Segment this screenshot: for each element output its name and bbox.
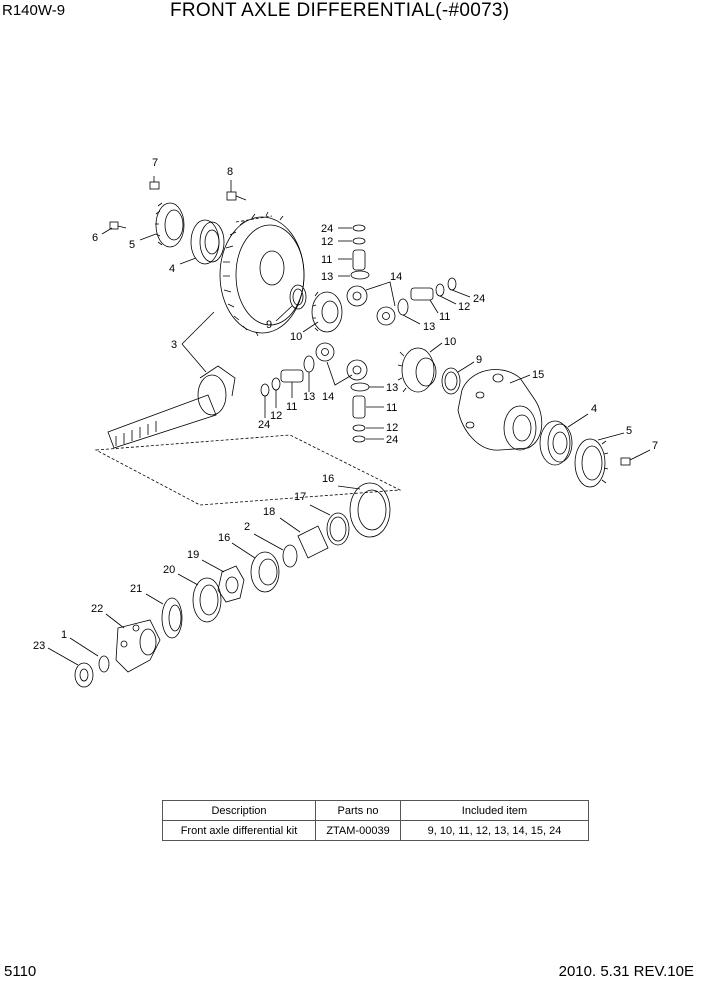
seal-20 bbox=[177, 573, 222, 623]
callout-8: 8 bbox=[227, 166, 233, 178]
callout-13: 13 bbox=[423, 321, 435, 333]
dust-cover-21 bbox=[145, 593, 183, 639]
callout-22: 22 bbox=[91, 603, 103, 615]
callout-9: 9 bbox=[266, 319, 272, 331]
callout-11: 11 bbox=[286, 401, 297, 413]
callout-24: 24 bbox=[473, 293, 485, 305]
callout-10: 10 bbox=[290, 331, 302, 343]
callout-24: 24 bbox=[386, 434, 398, 446]
differential-case-15 bbox=[457, 369, 543, 451]
ring-2 bbox=[253, 533, 298, 568]
shim-17 bbox=[309, 504, 350, 546]
leader-14-bottom bbox=[326, 361, 353, 386]
ring-gear-3 bbox=[181, 211, 305, 373]
lock-ring-5-right bbox=[574, 432, 625, 488]
model-code: R140W-9 bbox=[2, 2, 66, 19]
callout-1: 1 bbox=[61, 629, 67, 641]
callout-13: 13 bbox=[386, 382, 398, 394]
table-row: Front axle differential kit ZTAM-00039 9… bbox=[162, 820, 589, 841]
callout-3: 3 bbox=[171, 339, 177, 351]
callout-21: 21 bbox=[130, 583, 142, 595]
callout-12: 12 bbox=[458, 301, 470, 313]
callout-labels: 7 8 6 5 4 3 9 10 24 12 11 13 14 12 24 11… bbox=[33, 157, 658, 652]
callout-11: 11 bbox=[386, 402, 397, 414]
kit-table: Description Parts no Included item Front… bbox=[162, 800, 589, 841]
lock-nut-23 bbox=[47, 647, 94, 688]
bearing-4-right bbox=[539, 413, 589, 466]
callout-18: 18 bbox=[263, 506, 275, 518]
callout-5: 5 bbox=[626, 425, 632, 437]
side-gear-10-top bbox=[302, 291, 343, 333]
callout-4: 4 bbox=[591, 403, 597, 415]
kit-parts-no: ZTAM-00039 bbox=[315, 820, 401, 841]
callout-9: 9 bbox=[476, 354, 482, 366]
o-ring-1 bbox=[69, 637, 110, 673]
callout-12: 12 bbox=[270, 410, 282, 422]
pin-stack-bottom bbox=[350, 382, 384, 443]
page-title: FRONT AXLE DIFFERENTIAL(-#0073) bbox=[170, 0, 510, 21]
callout-6: 6 bbox=[92, 232, 98, 244]
pin-stack-left bbox=[260, 355, 315, 418]
callout-7: 7 bbox=[152, 157, 158, 169]
thrust-washer-9-top bbox=[275, 284, 307, 322]
callout-24: 24 bbox=[258, 419, 270, 431]
callout-13: 13 bbox=[321, 271, 333, 283]
pinion-gear-14-top bbox=[346, 285, 368, 307]
pinion-gear-14-bottom bbox=[346, 359, 368, 381]
spacer-18 bbox=[279, 517, 329, 559]
leader-14-top bbox=[365, 281, 396, 307]
pin-stack-top bbox=[338, 224, 370, 280]
callout-20: 20 bbox=[163, 564, 175, 576]
callout-13: 13 bbox=[303, 391, 315, 403]
drive-pinion-shaft bbox=[107, 365, 236, 449]
callout-2: 2 bbox=[244, 521, 250, 533]
callout-17: 17 bbox=[294, 491, 306, 503]
bolt-8 bbox=[226, 180, 247, 201]
pin-stack-right bbox=[397, 277, 471, 325]
thrust-washer-9-right bbox=[441, 361, 475, 395]
callout-23: 23 bbox=[33, 640, 45, 652]
side-gear-10-right bbox=[397, 342, 443, 393]
callout-7: 7 bbox=[652, 440, 658, 452]
callout-12: 12 bbox=[321, 236, 333, 248]
bolt-6 bbox=[101, 221, 127, 235]
bearing-cone-16-bottom bbox=[231, 542, 280, 593]
callout-12: 12 bbox=[386, 422, 398, 434]
pinion-gear-14-right bbox=[376, 306, 396, 326]
bolt-7-left bbox=[149, 176, 160, 190]
bearing-4-left bbox=[179, 219, 225, 265]
callout-14: 14 bbox=[322, 391, 334, 403]
callout-24: 24 bbox=[321, 223, 333, 235]
flange-yoke-22 bbox=[105, 613, 161, 673]
col-parts-no: Parts no bbox=[315, 800, 401, 821]
bolt-7-right bbox=[620, 449, 651, 466]
callout-16: 16 bbox=[322, 473, 334, 485]
callout-10: 10 bbox=[444, 336, 456, 348]
callout-16: 16 bbox=[218, 532, 230, 544]
callout-11: 11 bbox=[439, 311, 450, 323]
lock-ring-5-left bbox=[139, 202, 185, 248]
pinion-gear-14-bottom-left bbox=[315, 342, 335, 362]
col-description: Description bbox=[162, 800, 316, 821]
callout-5: 5 bbox=[129, 239, 135, 251]
nut-19 bbox=[201, 559, 245, 603]
bearing-cup-16-top bbox=[337, 482, 391, 538]
kit-table-header-row: Description Parts no Included item bbox=[162, 800, 589, 821]
callout-14: 14 bbox=[390, 271, 402, 283]
callout-4: 4 bbox=[169, 263, 175, 275]
kit-description: Front axle differential kit bbox=[162, 820, 316, 841]
callout-15: 15 bbox=[532, 369, 544, 381]
kit-included-items: 9, 10, 11, 12, 13, 14, 15, 24 bbox=[400, 820, 589, 841]
callout-11: 11 bbox=[321, 254, 332, 266]
col-included-item: Included item bbox=[400, 800, 589, 821]
callout-19: 19 bbox=[187, 549, 199, 561]
revision-date: 2010. 5.31 REV.10E bbox=[558, 963, 694, 980]
page-number: 5110 bbox=[4, 963, 37, 980]
